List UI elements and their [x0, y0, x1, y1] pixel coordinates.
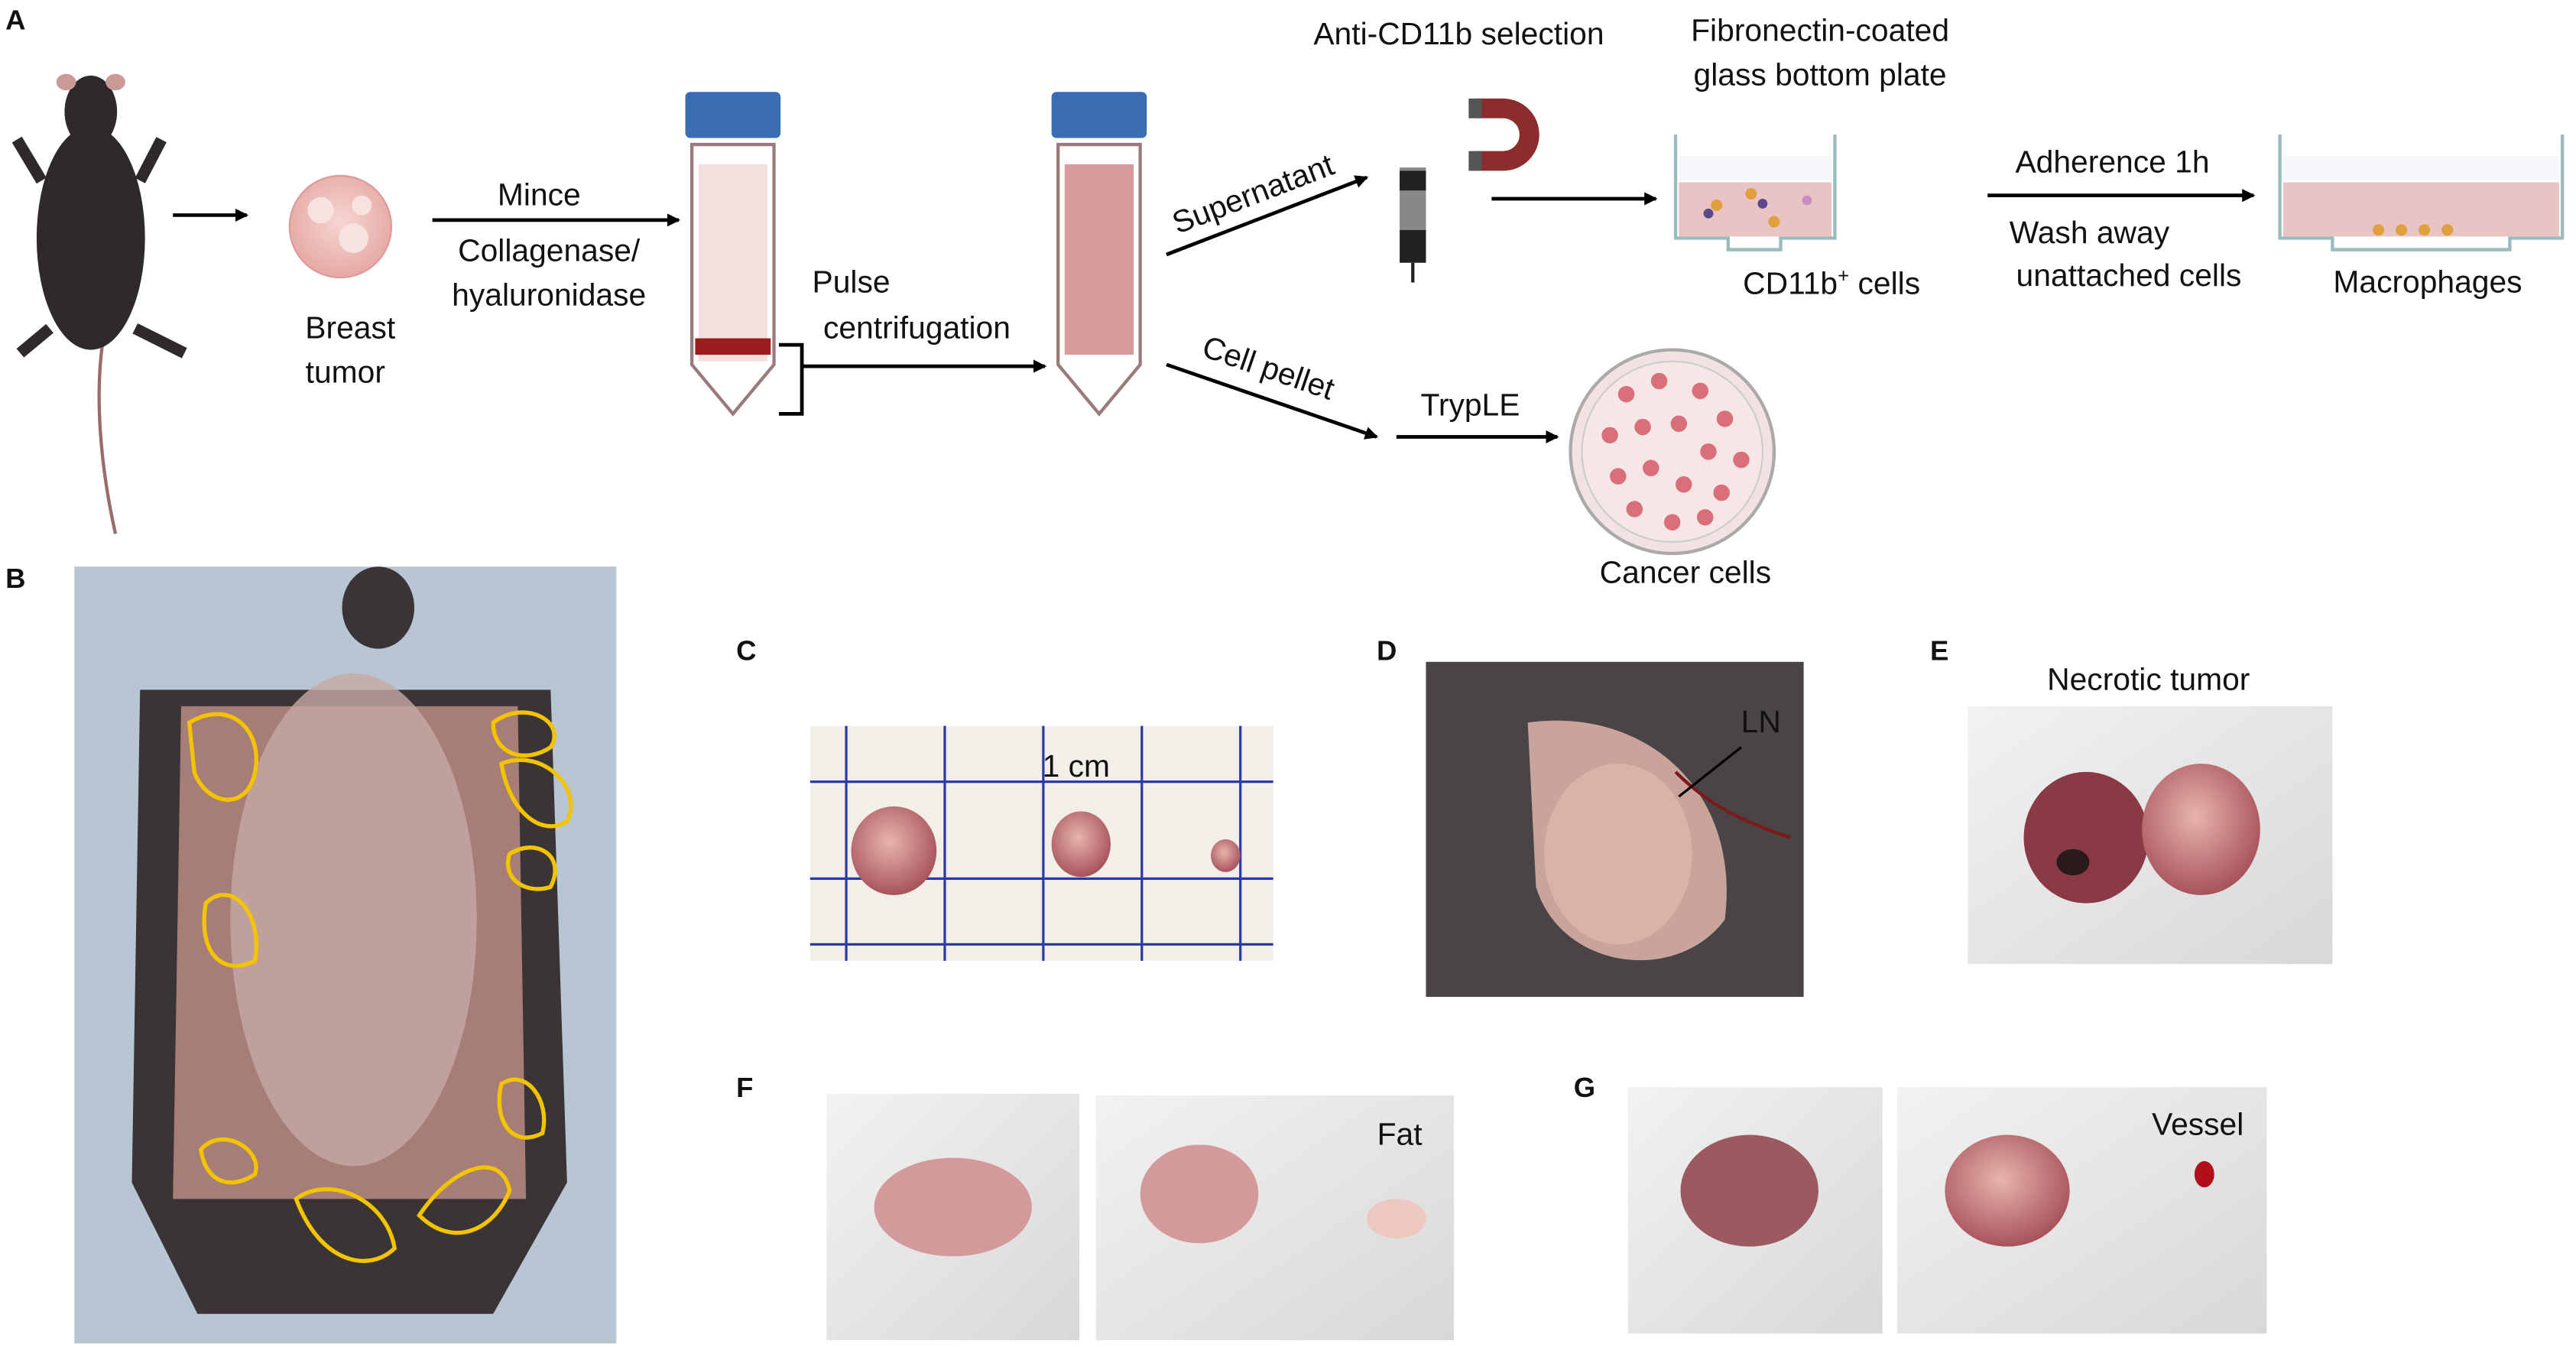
label-mince: Mince [498, 177, 581, 213]
label-vessel: Vessel [2152, 1107, 2243, 1142]
magnet-icon [1468, 98, 1539, 171]
arrow-supernatant [1166, 175, 1369, 257]
photo-tumors-grid [809, 725, 1273, 961]
label-cancer-cells: Cancer cells [1600, 555, 1771, 590]
tube-2-icon [1051, 92, 1147, 417]
panel-label-b: B [5, 563, 25, 594]
tumor-outlines [187, 710, 573, 1264]
label-cd11b-cells: CD11b+ cells [1743, 266, 1920, 301]
label-macrophages: Macrophages [2333, 264, 2522, 299]
label-cell-pellet: Cell pellet [1198, 329, 1339, 407]
plate-macrophage-icon [2278, 135, 2565, 252]
label-hyaluronidase: hyaluronidase [452, 277, 646, 313]
panel-label-a: A [5, 5, 25, 36]
label-tumor: tumor [306, 355, 385, 390]
mouse-icon [11, 73, 187, 534]
tube-1-icon [685, 92, 781, 417]
label-centrifugation: centrifugation [823, 310, 1011, 346]
label-tryple: TrypLE [1420, 388, 1520, 423]
label-anti-cd11b: Anti-CD11b selection [1313, 16, 1604, 51]
label-unattached: unattached cells [2016, 258, 2242, 293]
photo-tumor-with-vessel [1627, 1087, 1883, 1334]
label-pulse: Pulse [812, 264, 890, 299]
panel-label-g: G [1574, 1072, 1595, 1103]
label-ln: LN [1741, 704, 1781, 739]
photo-necrotic-tumor [1968, 706, 2333, 965]
panel-label-c: C [736, 635, 756, 667]
tumor-icon [288, 174, 393, 279]
photo-tumor-fat-removed [1095, 1095, 1454, 1341]
photo-tumor-with-fat [826, 1093, 1080, 1341]
label-supernatant: Supernatant [1167, 147, 1339, 241]
arrow-cell-pellet [1166, 362, 1379, 440]
photo-lymph-node [1426, 661, 1804, 998]
label-fat: Fat [1377, 1116, 1423, 1151]
panel-label-d: D [1377, 635, 1397, 667]
label-fibronectin: Fibronectin-coated [1691, 13, 1949, 48]
label-breast: Breast [305, 310, 396, 346]
label-adherence: Adherence 1h [2015, 144, 2209, 180]
ln-pointer-line [1678, 746, 1742, 798]
photo-dissected-mouse [74, 566, 617, 1344]
label-glass-bottom: glass bottom plate [1694, 57, 1947, 92]
panel-label-e: E [1930, 635, 1948, 667]
photo-tumor-vessel-removed [1897, 1087, 2267, 1334]
label-necrotic-tumor: Necrotic tumor [2047, 661, 2250, 696]
panel-label-f: F [736, 1072, 753, 1103]
label-collagenase: Collagenase/ [458, 233, 641, 268]
label-wash-away: Wash away [2010, 215, 2170, 250]
magnetic-column-icon [1400, 167, 1426, 283]
plate-cd11b-icon [1673, 135, 1837, 252]
culture-dish-icon [1569, 348, 1776, 556]
pellet-bracket [778, 342, 804, 416]
label-1cm-scale: 1 cm [1043, 748, 1110, 784]
